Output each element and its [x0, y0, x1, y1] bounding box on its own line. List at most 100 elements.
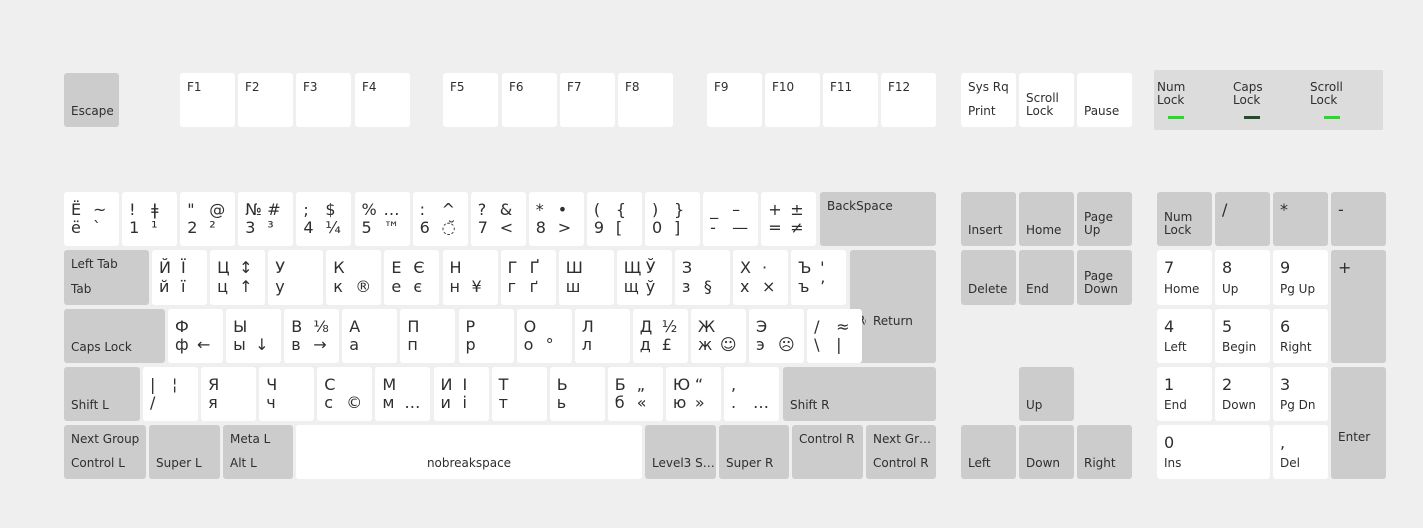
key-backspace[interactable]: BackSpace — [820, 192, 936, 246]
key-return-lower[interactable]: Return — [866, 309, 936, 363]
key-end[interactable]: End — [1019, 250, 1074, 305]
key-f6[interactable]: F6 — [502, 73, 557, 127]
key-right[interactable]: Right — [1077, 425, 1132, 479]
key-down[interactable]: Down — [1019, 425, 1074, 479]
key-kp-divide[interactable]: / — [1215, 192, 1270, 246]
key-f4[interactable]: F4 — [355, 73, 410, 127]
key-number-1[interactable]: Ё~ё` — [64, 192, 119, 246]
key-left[interactable]: Left — [961, 425, 1016, 479]
key-kp-multiply[interactable]: * — [1273, 192, 1328, 246]
key-number-11[interactable]: )}0] — [645, 192, 700, 246]
key-z-row-10[interactable]: Ю“ю» — [665, 367, 721, 421]
key-f5[interactable]: F5 — [443, 73, 498, 127]
key-f10[interactable]: F10 — [765, 73, 820, 127]
key-kp-decimal[interactable]: ,Del — [1273, 425, 1328, 479]
key-page-up[interactable]: Page Up — [1077, 192, 1132, 246]
key-q-row-12[interactable]: Ъ'ъ’ — [791, 250, 847, 305]
key-number-12[interactable]: _–-— — [703, 192, 759, 246]
key-home[interactable]: Home — [1019, 192, 1074, 246]
key-control-r-upper[interactable]: Control R — [792, 425, 863, 479]
key-kp-enter[interactable]: Enter — [1331, 367, 1386, 479]
key-delete[interactable]: Delete — [961, 250, 1016, 305]
key-f9[interactable]: F9 — [707, 73, 762, 127]
key-number-13[interactable]: +±=≠ — [761, 192, 817, 246]
key-kp-add[interactable]: + — [1331, 250, 1386, 363]
key-super-l[interactable]: Super L — [149, 425, 220, 479]
key-z-row-9[interactable]: Б„б« — [607, 367, 663, 421]
key-f3[interactable]: F3 — [296, 73, 351, 127]
key-print[interactable]: Sys Rq Print — [961, 73, 1016, 127]
key-alt-l[interactable]: Meta L Alt L — [223, 425, 293, 479]
key-escape[interactable]: Escape — [64, 73, 119, 127]
key-number-8[interactable]: ?&7< — [470, 192, 526, 246]
key-f12[interactable]: F12 — [881, 73, 936, 127]
key-shift-r[interactable]: Shift R — [783, 367, 936, 421]
key-page-down[interactable]: Page Down — [1077, 250, 1132, 305]
key-number-7[interactable]: :^6◌̆ — [412, 192, 468, 246]
key-number-10[interactable]: ({9[ — [586, 192, 642, 246]
key-level3-shift[interactable]: Level3 S… — [645, 425, 716, 479]
key-pause[interactable]: Pause — [1077, 73, 1132, 127]
key-insert[interactable]: Insert — [961, 192, 1016, 246]
key-f2[interactable]: F2 — [238, 73, 293, 127]
key-control-l[interactable]: Next Group Control L — [64, 425, 146, 479]
key-shift-l[interactable]: Shift L — [64, 367, 140, 421]
key-z-row-11[interactable]: ,.… — [724, 367, 779, 421]
key-space[interactable]: nobreakspace — [296, 425, 642, 479]
key-f8[interactable]: F8 — [618, 73, 673, 127]
key-control-r[interactable]: Next Gr… Control R — [866, 425, 936, 479]
key-z-row-1[interactable]: |¦/ — [143, 367, 198, 421]
key-q-row-11[interactable]: Х·х× — [733, 250, 788, 305]
key-kp-subtract[interactable]: - — [1331, 192, 1386, 246]
key-super-r[interactable]: Super R — [719, 425, 789, 479]
key-a-row-12[interactable]: /≈\| — [807, 309, 863, 363]
key-q-row-2[interactable]: Ц↕ц↑ — [210, 250, 266, 305]
key-number-9[interactable]: *•8> — [528, 192, 584, 246]
key-caps-lock[interactable]: Caps Lock — [64, 309, 165, 363]
key-tab[interactable]: Left Tab Tab — [64, 250, 149, 305]
key-f11[interactable]: F11 — [823, 73, 878, 127]
